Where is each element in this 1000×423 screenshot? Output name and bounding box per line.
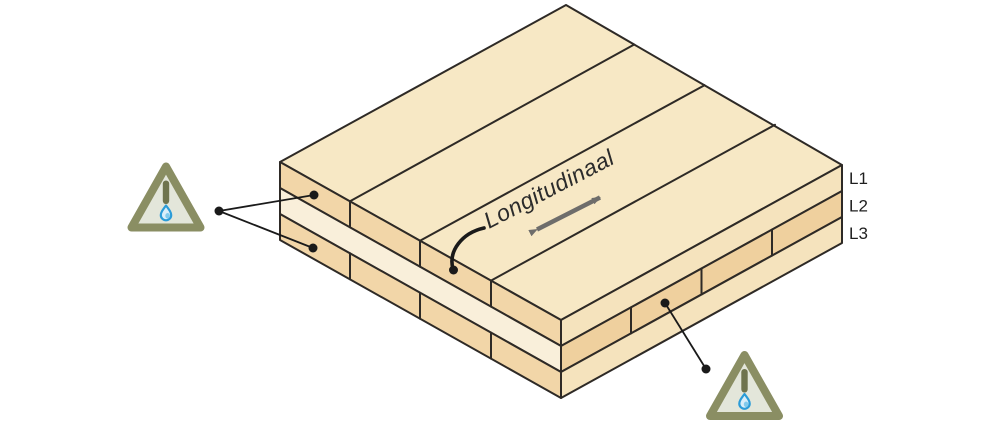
top-board-seam bbox=[419, 84, 706, 242]
moisture-warning-icon-left bbox=[132, 167, 201, 228]
layer-label-l3: L3 bbox=[849, 224, 868, 243]
layer3-side-face-se bbox=[560, 216, 843, 399]
leader-dot bbox=[660, 298, 670, 308]
top-board-seam bbox=[490, 123, 776, 282]
moisture-warning-icon-right bbox=[710, 355, 779, 416]
leader-dot bbox=[309, 190, 319, 200]
layer-label-l1: L1 bbox=[849, 169, 868, 188]
leader-dot bbox=[449, 265, 458, 275]
leader-dot bbox=[214, 206, 224, 216]
leader-dot bbox=[701, 364, 711, 374]
leader-line-l3 bbox=[218, 210, 314, 249]
layer-label-l2: L2 bbox=[849, 197, 868, 216]
leader-line-l1 bbox=[218, 194, 315, 212]
direction-leader-curve bbox=[450, 226, 486, 271]
top-board-seam bbox=[349, 43, 635, 203]
leader-dot bbox=[308, 243, 318, 253]
leader-line-l2 bbox=[664, 302, 707, 370]
longitudinal-arrow bbox=[528, 195, 602, 237]
